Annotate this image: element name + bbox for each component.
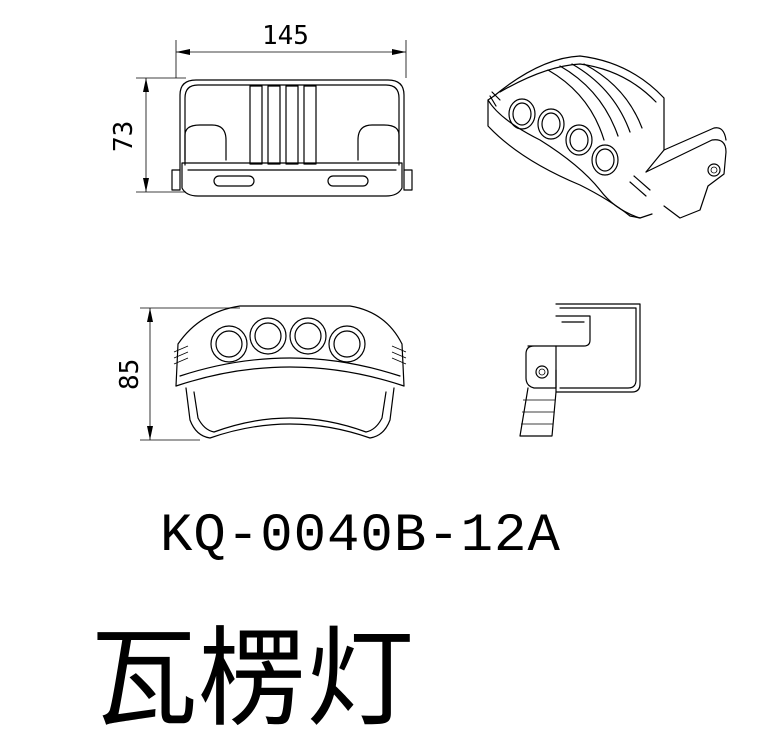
- height-dimension-top: 73: [109, 77, 186, 193]
- top-lenses: [210, 317, 366, 363]
- width-dimension-label: 145: [262, 21, 309, 51]
- top-view: 85: [115, 305, 407, 441]
- part-code: KQ-0040B-12A: [160, 506, 561, 567]
- isometric-view: [487, 55, 727, 219]
- iso-lenses: [508, 98, 619, 176]
- product-name: 瓦楞灯: [90, 617, 415, 742]
- width-dimension: 145: [175, 21, 407, 78]
- top-ribs: [249, 85, 317, 165]
- height-dimension-bottom-label: 85: [115, 359, 145, 390]
- side-view: [519, 303, 641, 437]
- height-dimension-bottom: 85: [115, 307, 240, 441]
- front-view: 145 73: [109, 21, 413, 197]
- height-dimension-top-label: 73: [109, 121, 139, 152]
